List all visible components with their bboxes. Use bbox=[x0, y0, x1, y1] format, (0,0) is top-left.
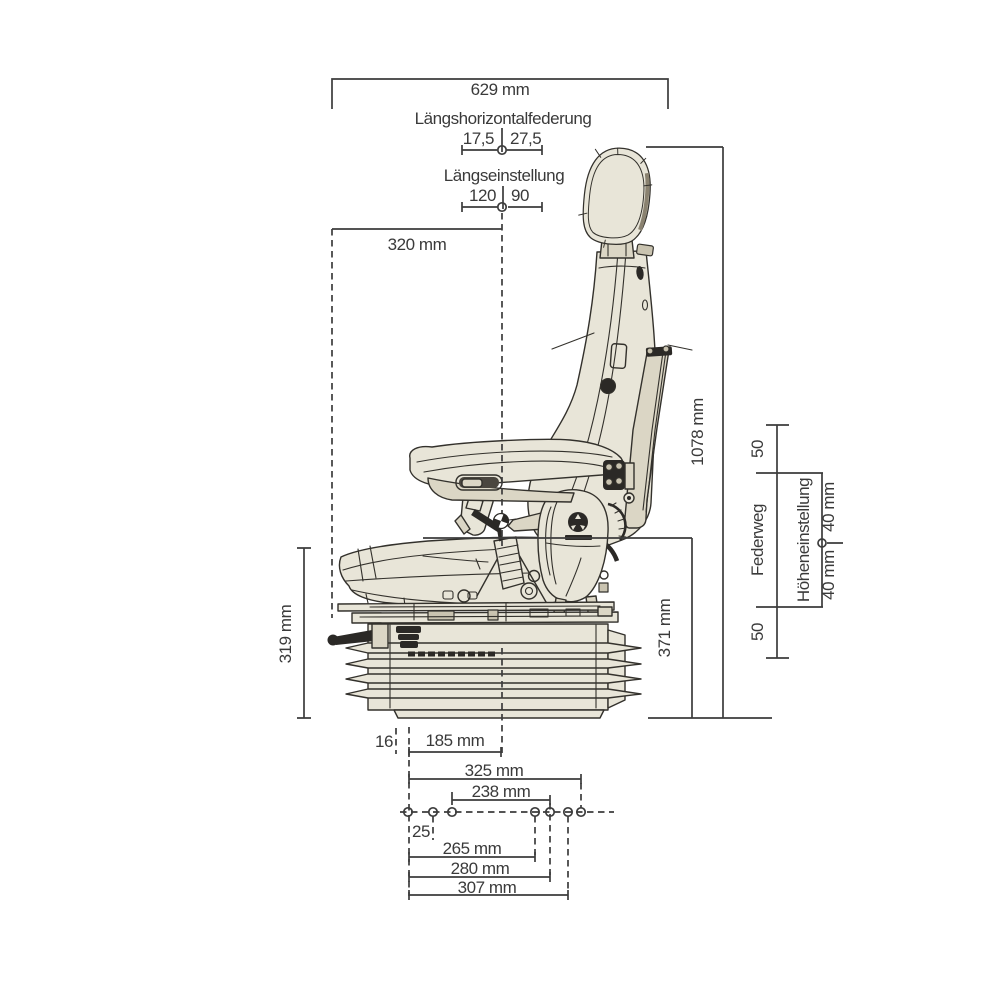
svg-text:Höheneinstellung: Höheneinstellung bbox=[794, 478, 813, 602]
svg-text:629 mm: 629 mm bbox=[471, 80, 530, 99]
svg-text:17,5: 17,5 bbox=[463, 129, 494, 148]
svg-text:27,5: 27,5 bbox=[510, 129, 541, 148]
svg-text:325 mm: 325 mm bbox=[465, 761, 524, 780]
svg-text:1078 mm: 1078 mm bbox=[688, 398, 707, 466]
svg-text:90: 90 bbox=[511, 186, 529, 205]
svg-text:Federweg: Federweg bbox=[748, 504, 767, 576]
svg-text:280 mm: 280 mm bbox=[451, 859, 510, 878]
svg-text:16: 16 bbox=[375, 732, 393, 751]
svg-text:185 mm: 185 mm bbox=[426, 731, 485, 750]
svg-text:265 mm: 265 mm bbox=[443, 839, 502, 858]
svg-text:371 mm: 371 mm bbox=[655, 598, 674, 657]
svg-text:40 mm: 40 mm bbox=[819, 550, 838, 600]
svg-text:50: 50 bbox=[748, 440, 767, 458]
svg-text:50: 50 bbox=[748, 623, 767, 641]
svg-text:Längseinstellung: Längseinstellung bbox=[444, 166, 564, 185]
svg-text:Längshorizontalfederung: Längshorizontalfederung bbox=[415, 109, 592, 128]
svg-text:120: 120 bbox=[469, 186, 496, 205]
svg-text:40 mm: 40 mm bbox=[819, 482, 838, 532]
svg-text:320 mm: 320 mm bbox=[388, 235, 447, 254]
svg-text:319 mm: 319 mm bbox=[276, 604, 295, 663]
svg-text:307 mm: 307 mm bbox=[458, 878, 517, 897]
svg-text:238 mm: 238 mm bbox=[472, 782, 531, 801]
svg-text:25: 25 bbox=[412, 822, 430, 841]
